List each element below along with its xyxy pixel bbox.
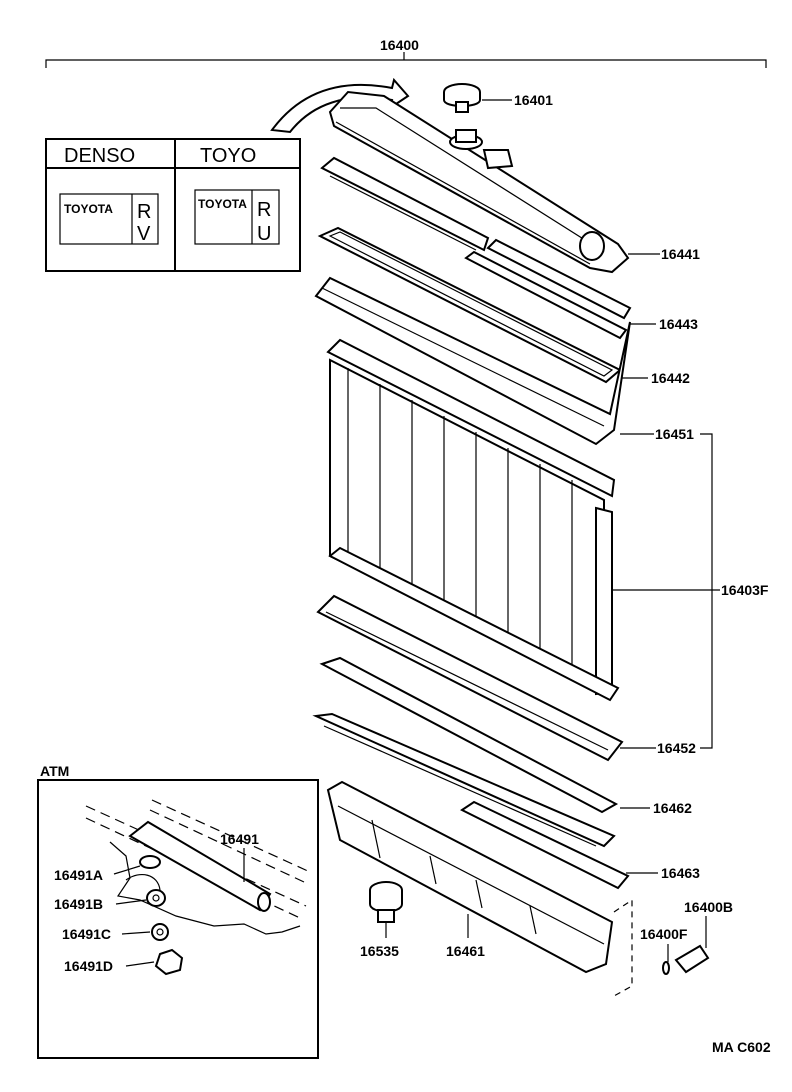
core-bracket — [700, 433, 713, 749]
lower-gasket — [319, 656, 619, 814]
toyo-plate-code-top: R — [257, 199, 271, 221]
assembly-bracket: 16400 — [45, 37, 767, 68]
callout-16401: 16401 — [514, 92, 553, 108]
radiator-cap-16401: 16401 — [443, 83, 553, 113]
toyo-plate-text: TOYOTA — [198, 197, 247, 211]
callout-16452: 16452 — [657, 740, 696, 756]
toyo-plate-code-bottom: U — [257, 223, 271, 245]
upper-seat-16443: 16443 — [314, 276, 698, 446]
callout-16442: 16442 — [651, 370, 690, 386]
callout-16451: 16451 — [655, 426, 694, 442]
callout-16491C: 16491C — [62, 926, 111, 942]
callout-16491B: 16491B — [54, 896, 103, 912]
maker-toyo-header: TOYO — [200, 145, 256, 167]
drain-cap-16535: 16535 — [360, 881, 403, 959]
footer-code: MA C602 — [712, 1039, 771, 1055]
denso-plate-code-bottom: V — [137, 223, 151, 245]
table-pointer-arrow — [270, 77, 410, 134]
denso-plate-code-top: R — [137, 201, 151, 223]
lower-seal-plates-16462: 16462 — [312, 712, 692, 848]
lower-seat-16452: 16452 — [316, 594, 696, 762]
callout-16443: 16443 — [659, 316, 698, 332]
maker-table: DENSO TOYO TOYOTA R V TOYOTA R U — [45, 138, 301, 272]
drain-plug-assembly: 16400F 16400B — [613, 898, 733, 997]
upper-tank-16441: 16441 — [328, 90, 700, 274]
atm-inset: ATM 16491 16491A 16491B 16491C 16491D — [37, 763, 319, 1059]
lower-tank-16461: 16461 — [326, 780, 614, 974]
callout-16491A: 16491A — [54, 867, 103, 883]
callout-16400B: 16400B — [684, 899, 733, 915]
assembly-label: 16400 — [380, 37, 419, 53]
callout-16491: 16491 — [220, 831, 259, 847]
denso-plate-text: TOYOTA — [64, 202, 113, 216]
atm-title: ATM — [40, 763, 69, 779]
callout-16535: 16535 — [360, 943, 399, 959]
maker-denso-header: DENSO — [64, 145, 135, 167]
callout-16463: 16463 — [661, 865, 700, 881]
callout-16400F: 16400F — [640, 926, 688, 942]
radiator-core-16403F: 16451 16403F — [326, 338, 769, 702]
lower-seat-16463: 16463 — [460, 800, 700, 890]
callout-16403F: 16403F — [721, 582, 769, 598]
callout-16491D: 16491D — [64, 958, 113, 974]
callout-16461: 16461 — [446, 943, 485, 959]
upper-tank-seal-plates — [320, 156, 632, 340]
callout-16462: 16462 — [653, 800, 692, 816]
callout-16441: 16441 — [661, 246, 700, 262]
